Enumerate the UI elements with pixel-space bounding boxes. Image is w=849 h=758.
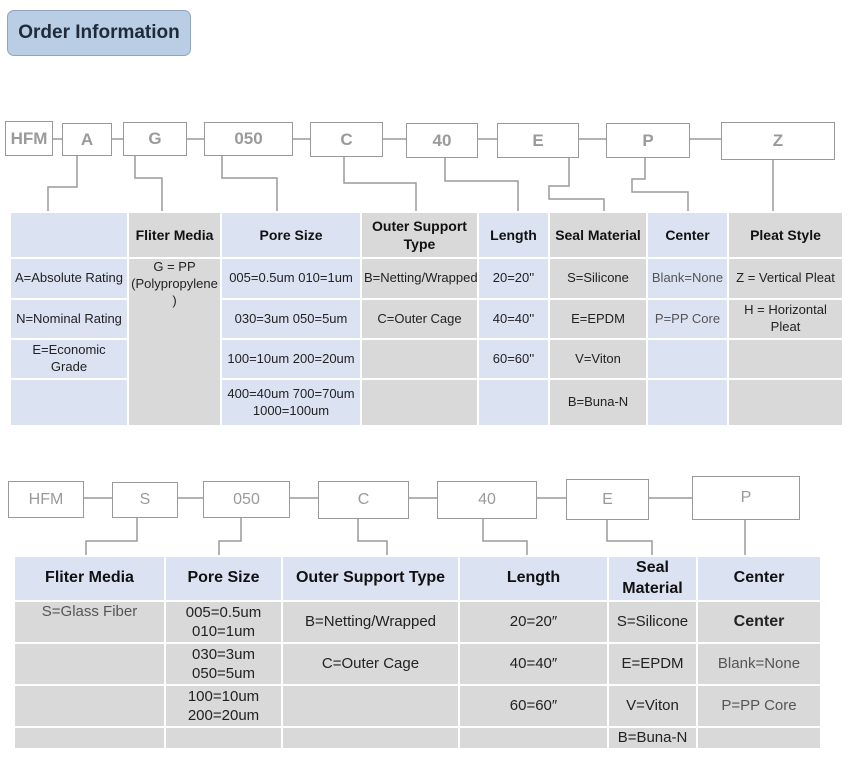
table-cell: N=Nominal Rating [9, 298, 129, 340]
table-row: B=Buna-N [13, 726, 822, 750]
table-cell [458, 726, 609, 750]
table-cell: 030=3um 050=5um [220, 298, 362, 340]
column-header: Length [477, 211, 550, 259]
table-cell: Blank=None [646, 257, 729, 300]
column-header: Outer Support Type [360, 211, 479, 259]
table-cell: 20=20″ [458, 600, 609, 644]
column-header: Seal Material [607, 555, 698, 602]
table-cell: S=Silicone [548, 257, 648, 300]
table-cell [13, 684, 166, 728]
column-header: Fliter Media [127, 211, 222, 259]
table-cell [646, 378, 729, 427]
table-row: E=Economic Grade 100=10um 200=20um 60=60''… [9, 338, 844, 380]
table-cell: 40=40″ [458, 642, 609, 686]
column-header: Length [458, 555, 609, 602]
column-header: Pore Size [220, 211, 362, 259]
table-cell [360, 378, 479, 427]
table-cell: G = PP (Polypropylene ) [127, 257, 222, 427]
table-cell: 100=10um 200=20um [220, 338, 362, 380]
table-row: 400=40um 700=70um 1000=100um B=Buna-N [9, 378, 844, 427]
table-cell [13, 726, 166, 750]
code2-box-pore: 050 [203, 481, 290, 518]
table-cell: 60=60'' [477, 338, 550, 380]
table-cell: 005=0.5um 010=1um [164, 600, 283, 644]
table-cell: Z = Vertical Pleat [727, 257, 844, 300]
code2-box-seal: E [566, 479, 649, 520]
column-header: Center [696, 555, 822, 602]
table-cell: 60=60″ [458, 684, 609, 728]
table-cell: S=Silicone [607, 600, 698, 644]
table-cell: Center [696, 600, 822, 644]
code2-box-center: P [692, 476, 800, 520]
table-cell: E=EPDM [607, 642, 698, 686]
table-cell [164, 726, 283, 750]
code-box-center: P [606, 123, 690, 158]
column-header: Pore Size [164, 555, 283, 602]
table-cell: 40=40'' [477, 298, 550, 340]
code-box-pleat: Z [721, 122, 835, 160]
table-cell: B=Buna-N [607, 726, 698, 750]
table-cell: B=Buna-N [548, 378, 648, 427]
table-cell: V=Viton [607, 684, 698, 728]
code-box-prefix: HFM [5, 121, 53, 156]
table-cell: 100=10um 200=20um [164, 684, 283, 728]
table-cell [696, 726, 822, 750]
table-cell: E=EPDM [548, 298, 648, 340]
column-header: Center [646, 211, 729, 259]
code2-box-support: C [318, 481, 409, 519]
code2-box-media: S [112, 482, 178, 518]
table-cell: A=Absolute Rating [9, 257, 129, 300]
code2-box-prefix: HFM [8, 481, 84, 518]
table-cell: H = Horizontal Pleat [727, 298, 844, 340]
table-cell: P=PP Core [696, 684, 822, 728]
table-cell [646, 338, 729, 380]
order-information-heading: Order Information [7, 10, 191, 56]
code-box-length: 40 [406, 123, 478, 158]
table-cell: B=Netting/Wrapped [360, 257, 479, 300]
table-cell: 400=40um 700=70um 1000=100um [220, 378, 362, 427]
table-cell: C=Outer Cage [281, 642, 460, 686]
table-cell: E=Economic Grade [9, 338, 129, 380]
code-box-support: C [310, 122, 383, 157]
table-cell: 20=20'' [477, 257, 550, 300]
column-header: Fliter Media [13, 555, 166, 602]
table-cell [727, 338, 844, 380]
code-box-pore: 050 [204, 122, 293, 156]
table-cell [9, 378, 129, 427]
code-box-seal: E [497, 123, 579, 158]
table-cell: S=Glass Fiber [13, 600, 166, 644]
table-cell [477, 378, 550, 427]
table-cell: Blank=None [696, 642, 822, 686]
table-cell: B=Netting/Wrapped [281, 600, 460, 644]
table-cell [281, 684, 460, 728]
table-cell [13, 642, 166, 686]
table-cell: 030=3um 050=5um [164, 642, 283, 686]
code-box-media: G [123, 122, 187, 156]
column-header [9, 211, 129, 259]
table-cell: C=Outer Cage [360, 298, 479, 340]
column-header: Seal Material [548, 211, 648, 259]
table-cell: P=PP Core [646, 298, 729, 340]
table-cell [727, 378, 844, 427]
table-cell [360, 338, 479, 380]
code2-box-length: 40 [437, 481, 537, 519]
table-cell: 005=0.5um 010=1um [220, 257, 362, 300]
code-box-rating: A [62, 123, 112, 156]
table-cell [281, 726, 460, 750]
table-cell: V=Viton [548, 338, 648, 380]
column-header: Outer Support Type [281, 555, 460, 602]
column-header: Pleat Style [727, 211, 844, 259]
